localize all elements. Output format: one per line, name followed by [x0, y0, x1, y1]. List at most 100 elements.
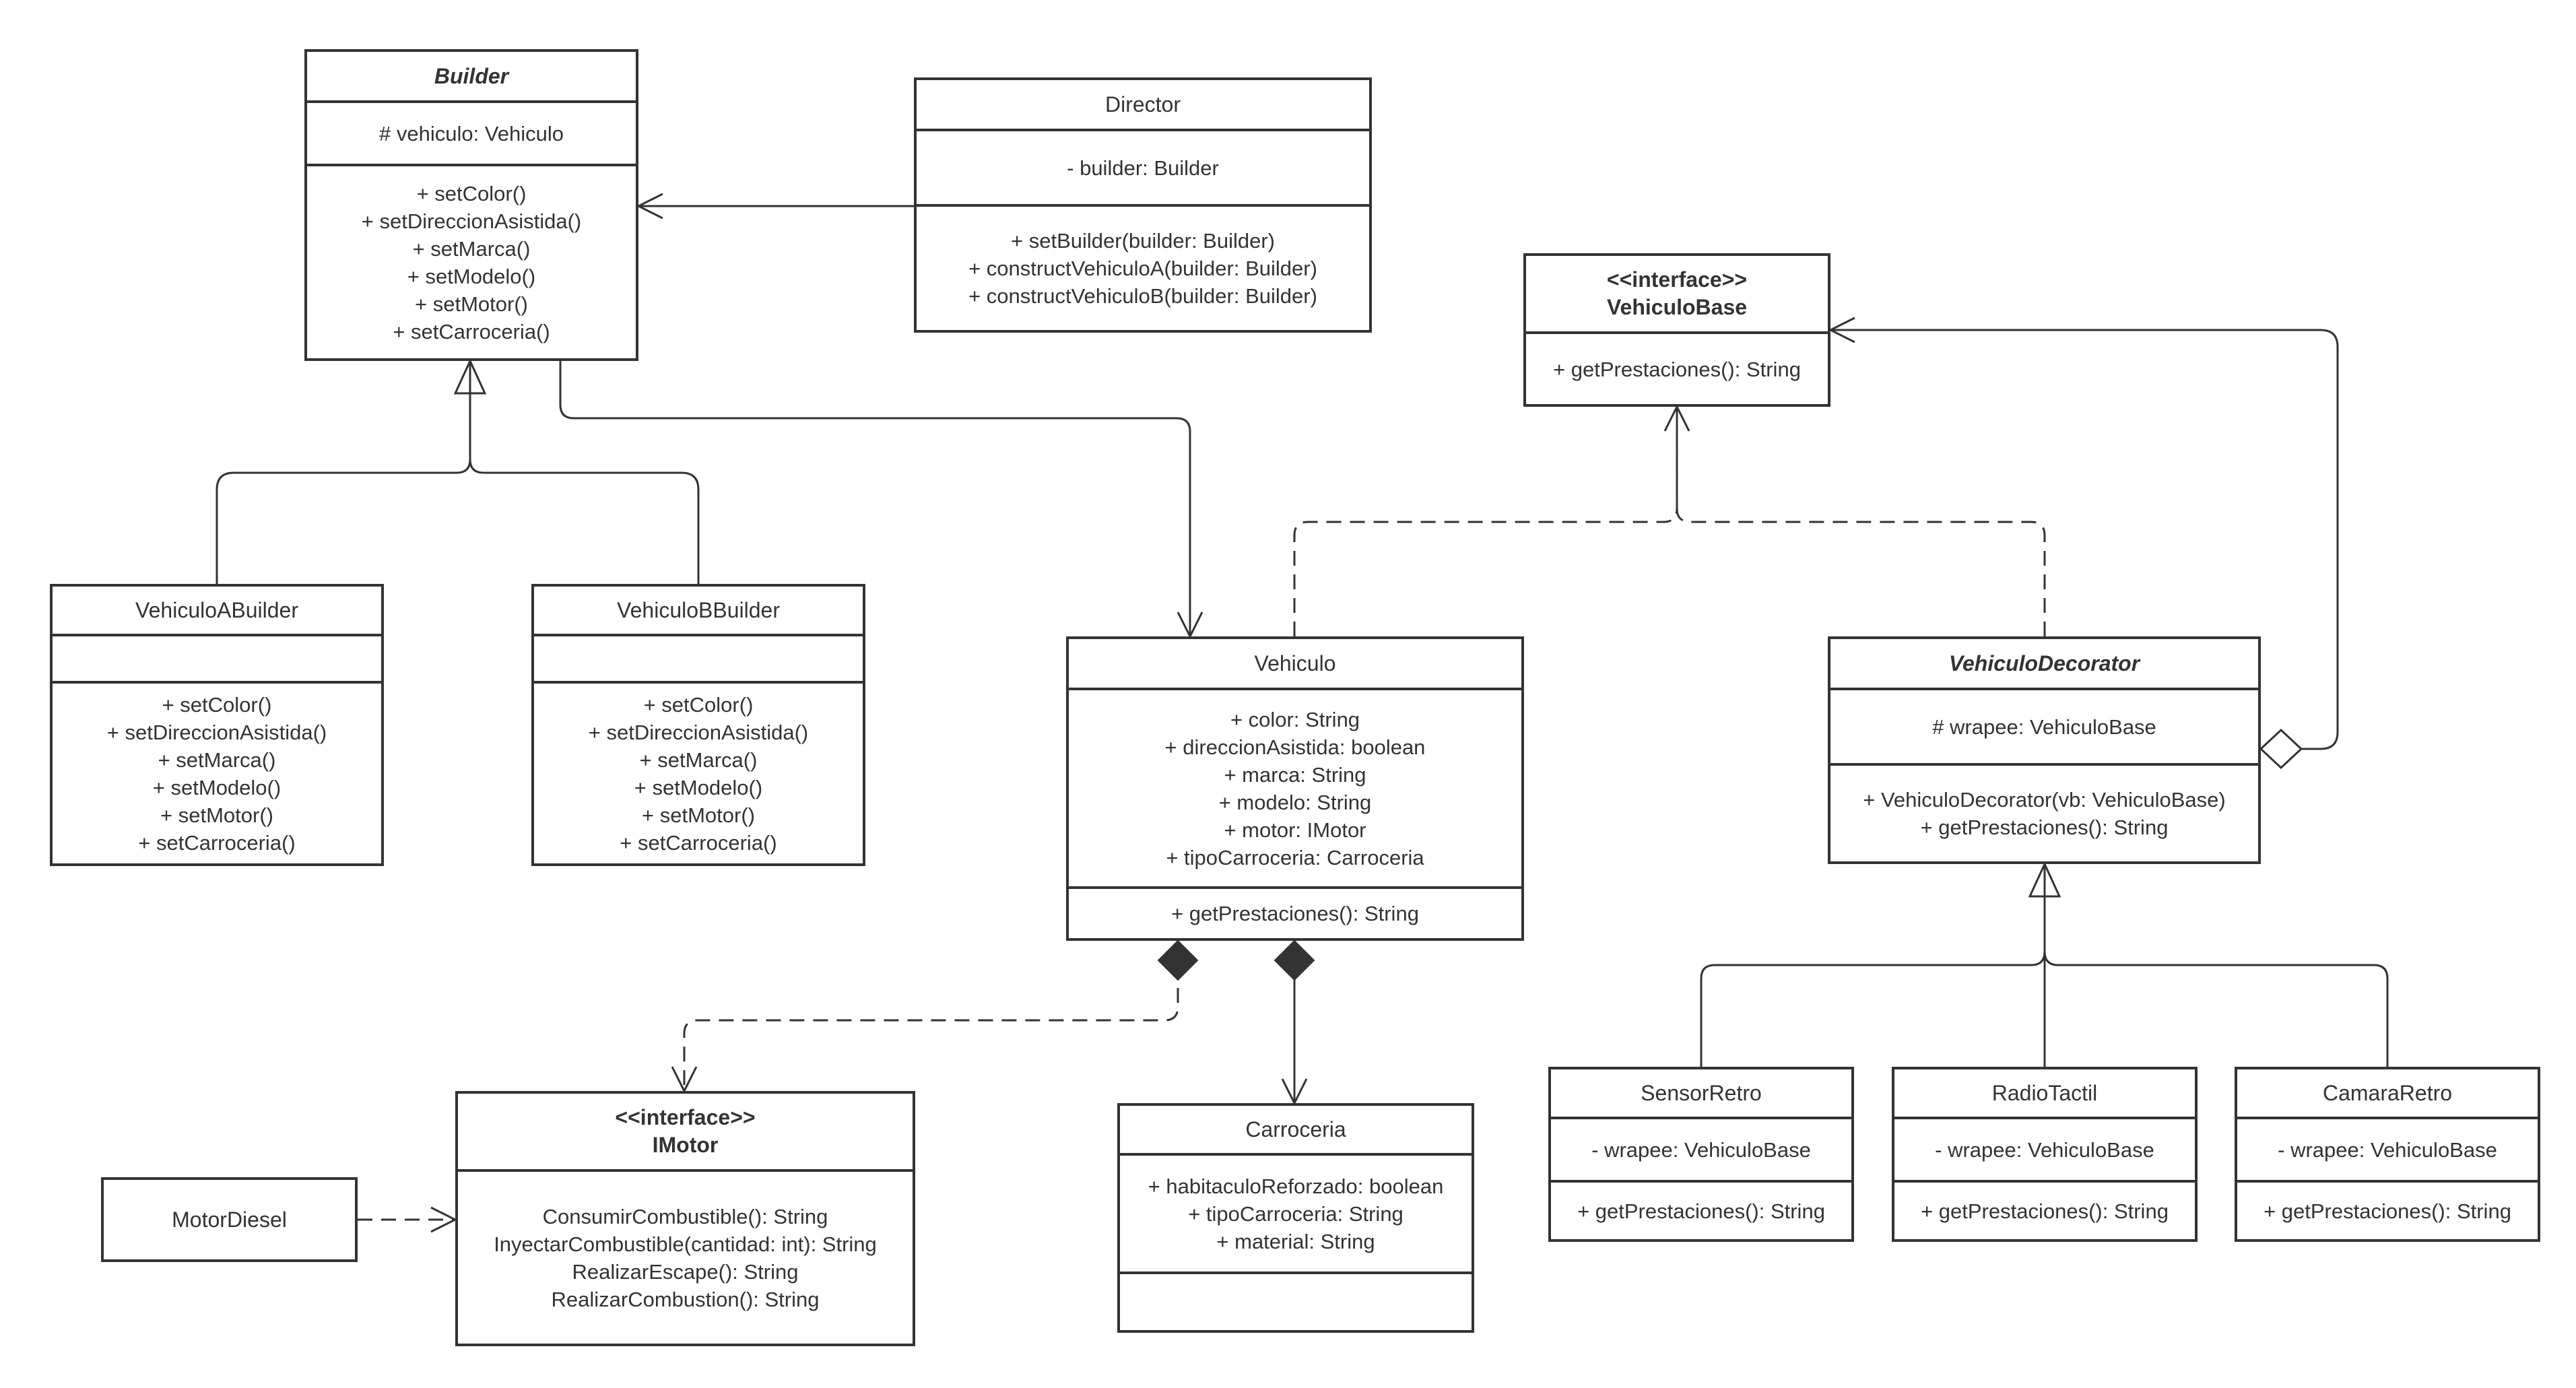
- method: + setColor(): [162, 692, 272, 717]
- class-motordiesel[interactable]: MotorDiesel: [101, 1177, 358, 1262]
- class-name: Builder: [434, 63, 509, 88]
- method: + setMotor(): [160, 803, 273, 827]
- attributes-section: - builder: Builder: [917, 129, 1369, 204]
- methods-section: + setBuilder(builder: Builder) + constru…: [917, 204, 1369, 330]
- attribute: # vehiculo: Vehiculo: [378, 121, 564, 145]
- attribute: + marca: String: [1224, 762, 1366, 787]
- interface-imotor[interactable]: <<interface>> IMotor ConsumirCombustible…: [455, 1091, 915, 1346]
- attribute: + color: String: [1230, 707, 1360, 731]
- method: + getPrestaciones(): String: [1921, 1199, 2169, 1223]
- method: + setMotor(): [415, 292, 528, 316]
- attributes-section: [534, 634, 863, 681]
- class-name: Vehiculo: [1254, 651, 1336, 675]
- methods-section: + getPrestaciones(): String: [2237, 1180, 2538, 1239]
- attributes-section: # vehiculo: Vehiculo: [307, 100, 636, 164]
- method: + setModelo(): [152, 775, 282, 799]
- class-header: Carroceria: [1120, 1106, 1472, 1153]
- class-name: VehiculoBase: [1606, 295, 1748, 319]
- class-header: VehiculoABuilder: [53, 587, 381, 634]
- class-sensorretro[interactable]: SensorRetro - wrapee: VehiculoBase + get…: [1548, 1067, 1854, 1242]
- method: + getPrestaciones(): String: [2264, 1199, 2511, 1223]
- method: + setMotor(): [642, 803, 755, 827]
- methods-section: + getPrestaciones(): String: [1551, 1180, 1851, 1239]
- attribute: + direccionAsistida: boolean: [1164, 735, 1426, 759]
- class-name: Director: [1104, 92, 1181, 117]
- class-vehiculobbuilder[interactable]: VehiculoBBuilder + setColor() + setDirec…: [531, 584, 865, 866]
- attribute: + habitaculoReforzado: boolean: [1148, 1174, 1444, 1198]
- method: + constructVehiculoB(builder: Builder): [968, 284, 1317, 308]
- class-builder[interactable]: Builder # vehiculo: Vehiculo + setColor(…: [304, 49, 638, 361]
- methods-section: + getPrestaciones(): String: [1526, 331, 1828, 404]
- class-vehiculodecorator[interactable]: VehiculoDecorator # wrapee: VehiculoBase…: [1828, 636, 2261, 864]
- generalization-camararetro-vehiculodecorator: [2043, 864, 2389, 1067]
- method: + setDireccionAsistida(): [588, 720, 809, 744]
- attributes-section: + color: String + direccionAsistida: boo…: [1069, 688, 1521, 886]
- attributes-section: - wrapee: VehiculoBase: [2237, 1117, 2538, 1180]
- class-header: Builder: [307, 52, 636, 100]
- class-name: MotorDiesel: [172, 1207, 287, 1232]
- attribute: + tipoCarroceria: Carroceria: [1166, 845, 1424, 869]
- class-header: Director: [917, 80, 1369, 129]
- methods-section: [1120, 1271, 1472, 1330]
- generalization-sensorretro-vehiculodecorator: [1700, 864, 2045, 1067]
- attributes-section: # wrapee: VehiculoBase: [1830, 688, 2258, 763]
- class-name: VehiculoABuilder: [135, 597, 298, 622]
- class-carroceria[interactable]: Carroceria + habitaculoReforzado: boolea…: [1117, 1103, 1474, 1333]
- method: + setDireccionAsistida(): [361, 209, 582, 233]
- class-name: SensorRetro: [1641, 1080, 1762, 1105]
- attribute: - builder: Builder: [1067, 156, 1219, 180]
- method: + getPrestaciones(): String: [1171, 902, 1419, 925]
- methods-section: + VehiculoDecorator(vb: VehiculoBase) + …: [1830, 763, 2258, 861]
- class-camararetro[interactable]: CamaraRetro - wrapee: VehiculoBase + get…: [2235, 1067, 2540, 1242]
- method: + setModelo(): [634, 775, 763, 799]
- class-header: <<interface>> IMotor: [458, 1094, 913, 1169]
- class-header: VehiculoBBuilder: [534, 587, 863, 634]
- stereotype: <<interface>>: [1606, 267, 1748, 292]
- attribute: # wrapee: VehiculoBase: [1932, 715, 2156, 739]
- interface-vehiculobase[interactable]: <<interface>> VehiculoBase + getPrestaci…: [1523, 253, 1830, 407]
- methods-section: + setColor() + setDireccionAsistida() + …: [534, 681, 863, 863]
- class-header: <<interface>> VehiculoBase: [1526, 256, 1828, 331]
- attribute: - wrapee: VehiculoBase: [2278, 1137, 2497, 1162]
- method: + setCarroceria(): [393, 319, 550, 343]
- class-name: VehiculoBBuilder: [617, 597, 780, 622]
- method: + setColor(): [643, 692, 754, 717]
- class-name: Carroceria: [1245, 1117, 1346, 1142]
- class-vehiculoabuilder[interactable]: VehiculoABuilder + setColor() + setDirec…: [50, 584, 384, 866]
- class-radiotactil[interactable]: RadioTactil - wrapee: VehiculoBase + get…: [1892, 1067, 2198, 1242]
- class-header: MotorDiesel: [104, 1180, 355, 1259]
- class-header: CamaraRetro: [2237, 1069, 2538, 1117]
- method: + getPrestaciones(): String: [1577, 1199, 1825, 1223]
- class-header: VehiculoDecorator: [1830, 639, 2258, 688]
- method: + getPrestaciones(): String: [1920, 816, 2169, 839]
- class-header: RadioTactil: [1894, 1069, 2195, 1117]
- association-builder-vehiculo: [559, 361, 1190, 636]
- class-name: RadioTactil: [1991, 1080, 2098, 1105]
- attribute: - wrapee: VehiculoBase: [1935, 1137, 2154, 1162]
- aggregation-vehiculodecorator-vehiculobase: [1830, 330, 2339, 749]
- realization-vehiculo-vehiculobase: [1293, 407, 1677, 636]
- method: InyectarCombustible(cantidad: int): Stri…: [494, 1232, 877, 1256]
- methods-section: + setColor() + setDireccionAsistida() + …: [53, 681, 381, 863]
- class-vehiculo[interactable]: Vehiculo + color: String + direccionAsis…: [1066, 636, 1524, 941]
- attribute: - wrapee: VehiculoBase: [1591, 1137, 1811, 1162]
- realization-vehiculodecorator-vehiculobase: [1676, 407, 2046, 636]
- attributes-section: - wrapee: VehiculoBase: [1551, 1117, 1851, 1180]
- method: RealizarEscape(): String: [572, 1259, 799, 1284]
- method: + setBuilder(builder: Builder): [1011, 229, 1275, 253]
- attribute: + tipoCarroceria: String: [1188, 1201, 1403, 1226]
- method: + setColor(): [416, 181, 527, 205]
- methods-section: ConsumirCombustible(): String InyectarCo…: [458, 1169, 913, 1344]
- stereotype: <<interface>>: [615, 1105, 756, 1129]
- attributes-section: - wrapee: VehiculoBase: [1894, 1117, 2195, 1180]
- methods-section: + getPrestaciones(): String: [1894, 1180, 2195, 1239]
- composition-vehiculo-imotor: [684, 941, 1178, 1091]
- generalization-vehiculoabuilder-builder: [216, 361, 470, 584]
- method: + setMarca(): [639, 748, 758, 772]
- class-name: IMotor: [652, 1133, 719, 1157]
- class-header: Vehiculo: [1069, 639, 1521, 688]
- method: + VehiculoDecorator(vb: VehiculoBase): [1863, 788, 2226, 812]
- class-director[interactable]: Director - builder: Builder + setBuilder…: [914, 77, 1372, 333]
